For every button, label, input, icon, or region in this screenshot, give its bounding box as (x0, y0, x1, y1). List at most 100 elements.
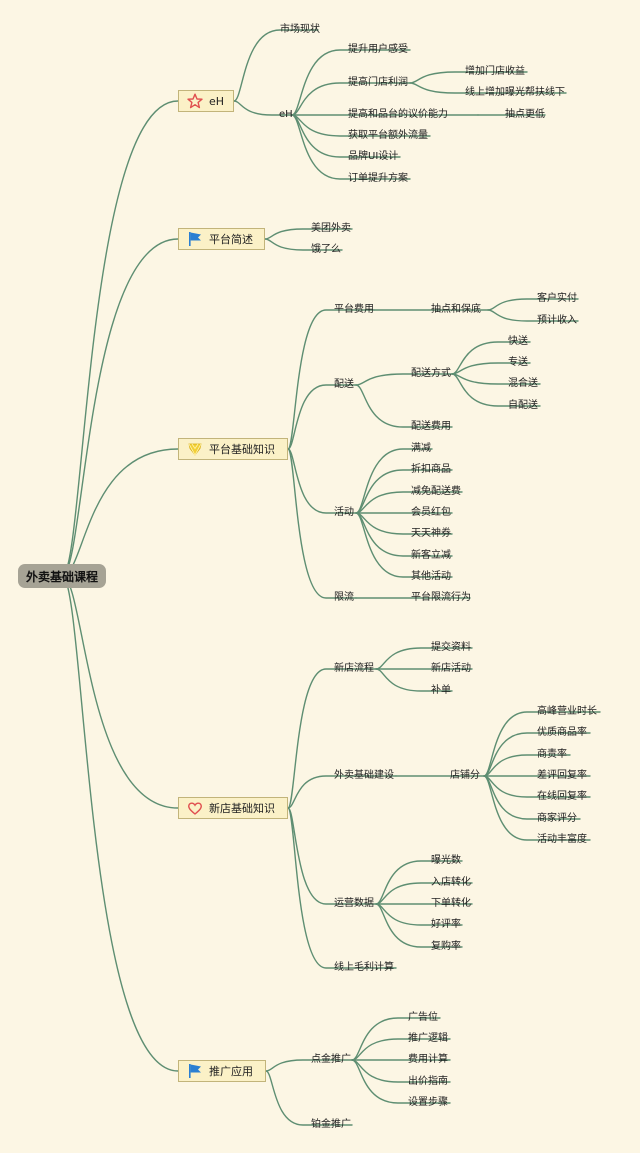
node-t3-fast[interactable]: 快送 (508, 336, 528, 347)
node-t3-a4[interactable]: 会员红包 (411, 507, 451, 518)
topic-label: 平台简述 (209, 233, 253, 246)
topic-platform-basics[interactable]: 平台基础知识 (178, 438, 288, 460)
node-t3-delivery[interactable]: 配送 (334, 379, 354, 390)
node-t3-a7[interactable]: 其他活动 (411, 571, 451, 582)
connector-49 (483, 754, 571, 777)
node-t4-newact[interactable]: 新店活动 (431, 663, 471, 674)
node-t4-s2[interactable]: 优质商品率 (537, 727, 587, 738)
node-t1-bargain[interactable]: 提高和品台的议价能力 (348, 109, 448, 120)
connector-7 (291, 49, 411, 116)
connector-24 (487, 309, 579, 322)
connector-16 (264, 228, 353, 240)
lightbulb-icon (188, 443, 202, 456)
node-t5-g1[interactable]: 广告位 (408, 1012, 438, 1023)
node-t1-brand[interactable]: 品牌UI设计 (348, 151, 399, 162)
topic-platform-overview[interactable]: 平台简述 (178, 228, 265, 250)
node-t1-market[interactable]: 市场现状 (280, 24, 320, 35)
node-t5-g5[interactable]: 设置步骤 (408, 1097, 448, 1108)
node-t3-fee[interactable]: 平台费用 (334, 304, 374, 315)
topic-label: 推广应用 (209, 1065, 253, 1078)
connector-45 (375, 668, 453, 692)
root-node[interactable]: 外卖基础课程 (18, 564, 106, 588)
node-t3-limitact[interactable]: 平台限流行为 (411, 592, 471, 603)
connector-39 (287, 668, 377, 809)
node-t3-cut[interactable]: 抽点和保底 (431, 304, 481, 315)
node-t3-special[interactable]: 专送 (508, 357, 528, 368)
node-t4-s5[interactable]: 在线回复率 (537, 791, 587, 802)
topic-label: 新店基础知识 (209, 802, 275, 815)
node-t4-o2[interactable]: 入店转化 (431, 877, 471, 888)
node-t1-traffic[interactable]: 获取平台额外流量 (348, 130, 428, 141)
connector-20 (287, 448, 357, 514)
node-t4-o3[interactable]: 下单转化 (431, 898, 471, 909)
node-t5-gold[interactable]: 点金推广 (311, 1054, 351, 1065)
node-t4-s1[interactable]: 高峰营业时长 (537, 706, 597, 717)
connector-42 (287, 807, 397, 969)
node-t2-meituan[interactable]: 美团外卖 (311, 223, 351, 234)
connector-55 (375, 882, 473, 905)
node-t4-ops[interactable]: 运营数据 (334, 898, 374, 909)
node-t3-dfee[interactable]: 配送费用 (411, 421, 451, 432)
connector-59 (265, 1059, 353, 1072)
connector-19 (287, 384, 357, 450)
topic-eh[interactable]: eH (178, 90, 234, 112)
node-t4-score[interactable]: 店铺分 (450, 770, 480, 781)
connector-8 (291, 82, 411, 116)
connector-12 (291, 114, 411, 180)
connector-40 (287, 775, 397, 809)
node-t4-s3[interactable]: 商责率 (537, 749, 567, 760)
node-t1-eh[interactable]: eH (279, 109, 293, 120)
node-t4-s7[interactable]: 活动丰富度 (537, 834, 587, 845)
node-t3-self[interactable]: 自配送 (508, 400, 538, 411)
node-t4-s6[interactable]: 商家评分 (537, 813, 577, 824)
connector-5 (233, 29, 319, 102)
node-t1-order[interactable]: 订单提升方案 (348, 173, 408, 184)
node-t3-a1[interactable]: 满减 (411, 443, 431, 454)
connector-60 (265, 1070, 353, 1126)
node-t1-profit[interactable]: 提高门店利润 (348, 77, 408, 88)
node-t1-exposure[interactable]: 线上增加曝光帮扶线下 (465, 87, 565, 98)
connector-30 (451, 373, 541, 407)
node-t3-expected[interactable]: 预计收入 (537, 315, 577, 326)
node-t3-limit[interactable]: 限流 (334, 592, 354, 603)
connector-26 (355, 384, 453, 428)
node-t4-flow[interactable]: 新店流程 (334, 663, 374, 674)
node-t3-a6[interactable]: 新客立减 (411, 550, 451, 561)
topic-new-store-basics[interactable]: 新店基础知识 (178, 797, 288, 819)
node-t4-s4[interactable]: 差评回复率 (537, 770, 587, 781)
node-t5-g4[interactable]: 出价指南 (408, 1076, 448, 1087)
connector-65 (351, 1059, 451, 1104)
connector-21 (287, 448, 357, 599)
connector-53 (483, 775, 591, 841)
node-t4-margin[interactable]: 线上毛利计算 (334, 962, 394, 973)
connector-62 (351, 1038, 451, 1061)
node-t3-activity[interactable]: 活动 (334, 507, 354, 518)
node-t1-income[interactable]: 增加门店收益 (465, 66, 525, 77)
node-t5-g3[interactable]: 费用计算 (408, 1054, 448, 1065)
connector-43 (375, 647, 473, 670)
flag-icon (189, 232, 201, 246)
node-t3-a5[interactable]: 天天神券 (411, 528, 451, 539)
node-t4-submit[interactable]: 提交资料 (431, 642, 471, 653)
node-t3-mode[interactable]: 配送方式 (411, 368, 451, 379)
connector-37 (355, 512, 453, 578)
node-t4-o4[interactable]: 好评率 (431, 919, 461, 930)
connector-25 (355, 373, 453, 386)
node-t1-lowcut[interactable]: 抽点更低 (505, 109, 545, 120)
node-t4-fill[interactable]: 补单 (431, 685, 451, 696)
node-t3-actual[interactable]: 客户实付 (537, 293, 577, 304)
node-t4-build[interactable]: 外卖基础建设 (334, 770, 394, 781)
node-t5-g2[interactable]: 推广逻辑 (408, 1033, 448, 1044)
topic-label: eH (209, 94, 225, 108)
node-t2-ele[interactable]: 饿了么 (311, 244, 341, 255)
node-t4-o5[interactable]: 复购率 (431, 941, 461, 952)
topic-label: 平台基础知识 (209, 443, 275, 456)
node-t3-a2[interactable]: 折扣商品 (411, 464, 451, 475)
topic-promotion[interactable]: 推广应用 (178, 1060, 266, 1082)
node-t1-ux[interactable]: 提升用户感受 (348, 44, 408, 55)
node-t4-o1[interactable]: 曝光数 (431, 855, 461, 866)
node-t5-platinum[interactable]: 铂金推广 (311, 1119, 351, 1130)
node-t3-a3[interactable]: 减免配送费 (411, 486, 461, 497)
node-t3-mixed[interactable]: 混合送 (508, 378, 538, 389)
heart-icon (188, 802, 202, 815)
